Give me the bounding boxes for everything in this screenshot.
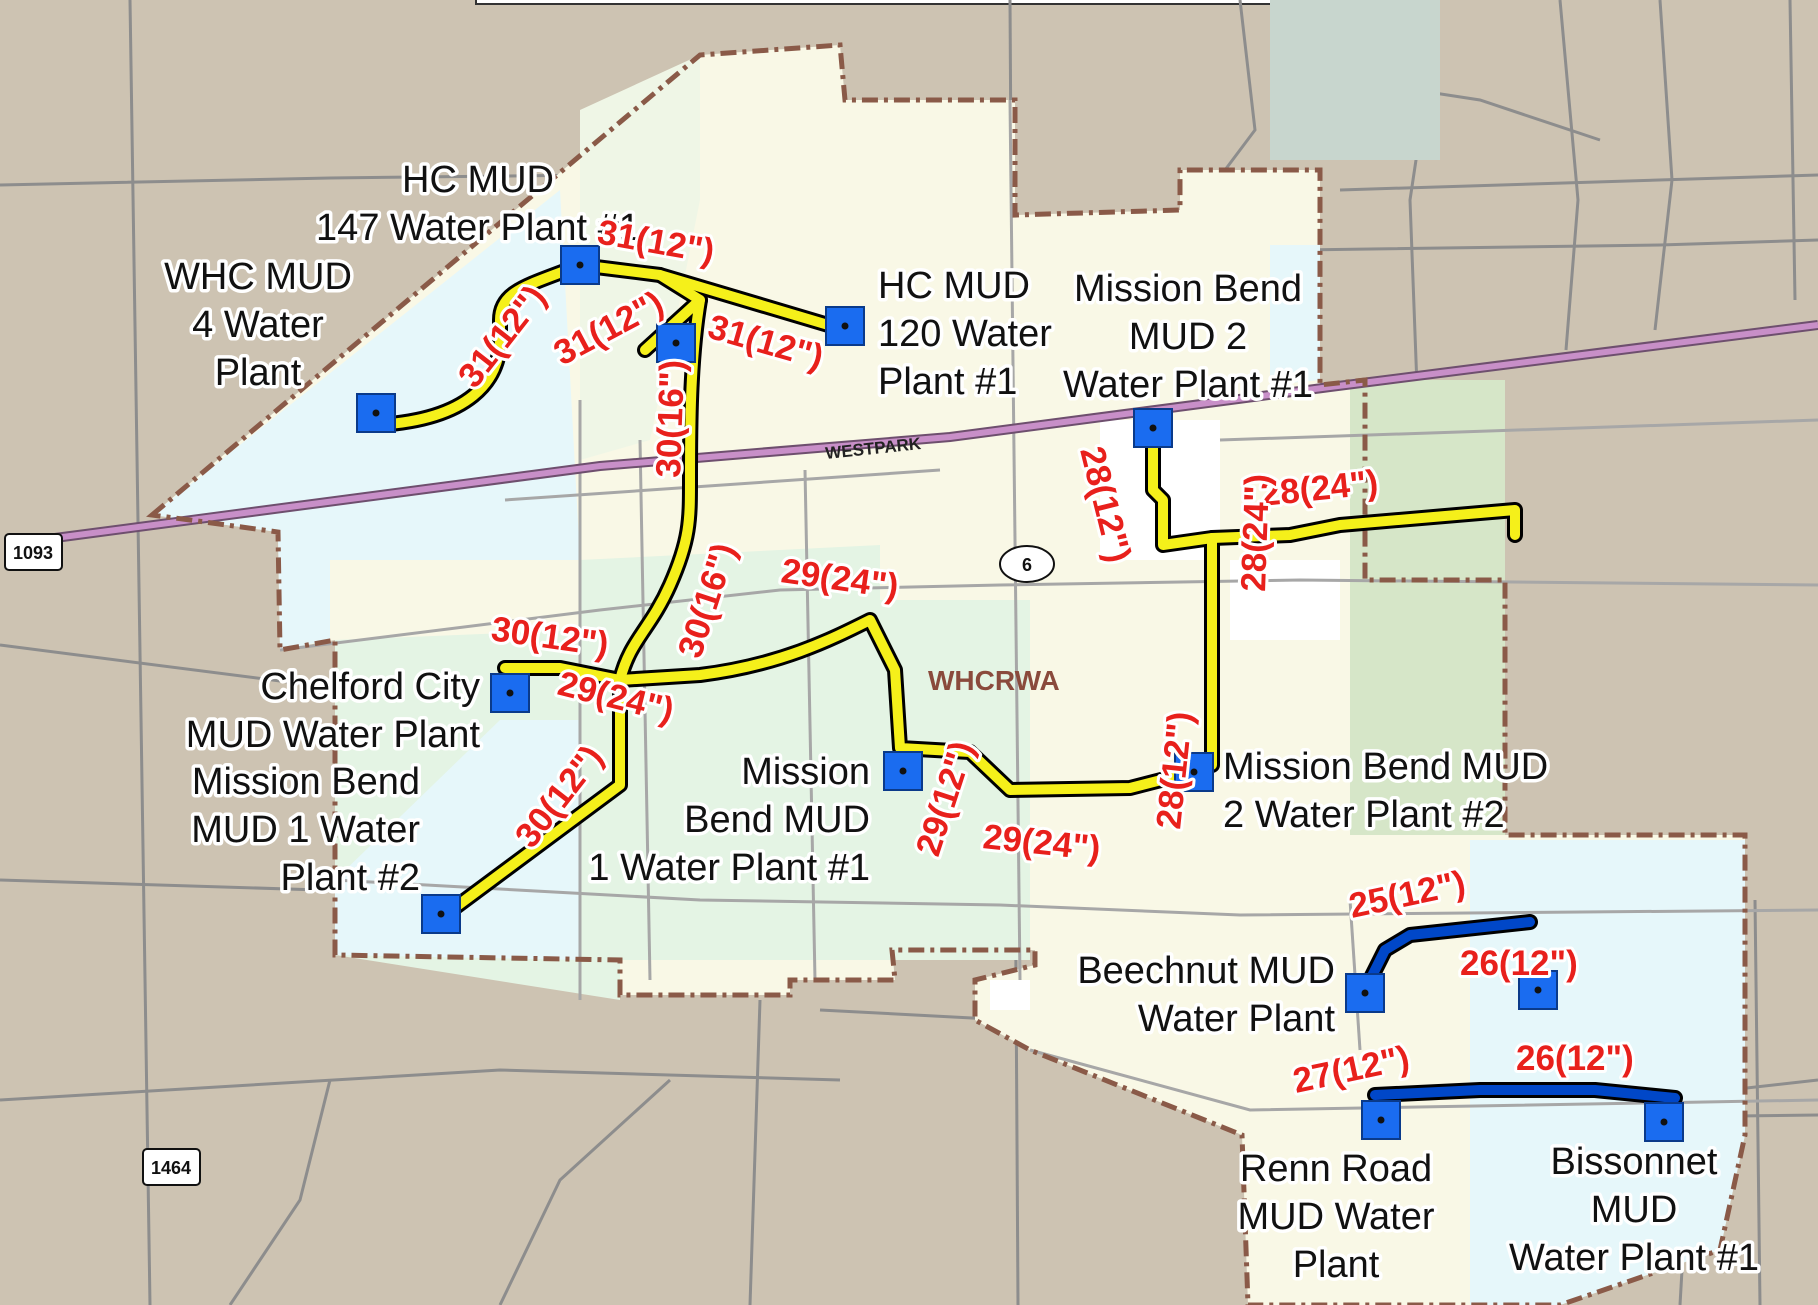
pipe-label: 26(12"): [1460, 944, 1578, 983]
plant-label-line: Mission Bend: [192, 761, 420, 803]
plant-label-line: Water Plant #1: [1509, 1237, 1759, 1279]
plant-label: Mission Bend MUD 2 Water Plant #2: [1223, 746, 1548, 836]
district-subzones: [152, 0, 1745, 1305]
district-boundary: [146, 42, 1748, 1305]
pipe-label: 30(16"): [649, 359, 692, 478]
shield-1093-label: 1093: [13, 543, 53, 563]
plant-label-line: 4 Water: [192, 304, 324, 346]
plant-label-line: Water Plant #1: [1063, 364, 1313, 406]
yellow-pipelines: [368, 257, 1523, 923]
plant-label-line: MUD 2: [1129, 316, 1247, 358]
plant-marker-dot: [899, 767, 907, 775]
plant-label-line: Chelford City: [260, 666, 480, 708]
plant-label-line: Plant: [215, 352, 302, 394]
plant-label-line: Mission: [741, 751, 870, 793]
plant-marker-dot: [1361, 989, 1369, 997]
plant-marker-dot: [1377, 1116, 1385, 1124]
plant-label: HC MUD 147 Water Plant #1: [316, 159, 640, 249]
plant-label-line: Plant #1: [878, 361, 1017, 403]
plant-marker-dot: [672, 339, 680, 347]
plant-marker-dot: [1660, 1118, 1668, 1126]
water-plant-markers: [356, 245, 1684, 1142]
plant-label-line: WHC MUD: [164, 256, 352, 298]
plant-marker-dot: [1190, 768, 1198, 776]
plant-label: Beechnut MUD Water Plant: [1077, 950, 1335, 1040]
district-streets: [279, 99, 1818, 1112]
plant-label-line: 120 Water: [878, 313, 1052, 355]
plant-label-line: MUD 1 Water: [191, 809, 420, 851]
pipe-label: 28(24"): [1234, 473, 1277, 592]
plant-label-line: Beechnut MUD: [1077, 950, 1335, 992]
plant-label-line: 2 Water Plant #2: [1223, 794, 1505, 836]
plant-label-line: HC MUD: [878, 265, 1030, 307]
plant-label-line: Bend MUD: [684, 799, 870, 841]
plant-label-line: Mission Bend MUD: [1223, 746, 1548, 788]
plant-label-line: Water Plant: [1138, 998, 1336, 1040]
plant-marker-dot: [437, 910, 445, 918]
plant-label-line: HC MUD: [402, 159, 554, 201]
plant-marker-dot: [1534, 986, 1542, 994]
plant-label-line: MUD Water Plant: [186, 714, 481, 756]
pipe-label: 26(12"): [1516, 1039, 1634, 1078]
plant-marker-dot: [1149, 424, 1157, 432]
shield-1464-label: 1464: [151, 1158, 191, 1178]
plant-label-line: MUD: [1591, 1189, 1678, 1231]
plant-label-line: Renn Road: [1240, 1148, 1432, 1190]
highway-shield-1093: 1093: [4, 533, 63, 571]
plant-marker[interactable]: [1345, 973, 1385, 1013]
highway-shield-1464: 1464: [142, 1148, 201, 1186]
plant-label-line: Plant #2: [281, 857, 420, 899]
inset-frame: [475, 0, 1369, 5]
westpark-tollway-fill: [54, 322, 1818, 541]
highway-shield-6: 6: [999, 545, 1055, 583]
plant-marker-dot: [372, 409, 380, 417]
plant-label-line: 147 Water Plant #1: [316, 207, 640, 249]
plant-label-line: MUD Water: [1237, 1196, 1434, 1238]
plant-label-line: Bissonnet: [1551, 1141, 1718, 1183]
plant-marker-dot: [841, 322, 849, 330]
shield-6-label: 6: [1022, 555, 1032, 575]
plant-label-line: Plant: [1293, 1244, 1380, 1286]
plant-label-line: 1 Water Plant #1: [588, 847, 870, 889]
blue-pipelines: [1357, 914, 1683, 1106]
plant-label-line: Mission Bend: [1074, 268, 1302, 310]
plant-marker-dot: [506, 689, 514, 697]
district-label: WHCRWA: [928, 665, 1060, 696]
plant-marker-dot: [576, 261, 584, 269]
